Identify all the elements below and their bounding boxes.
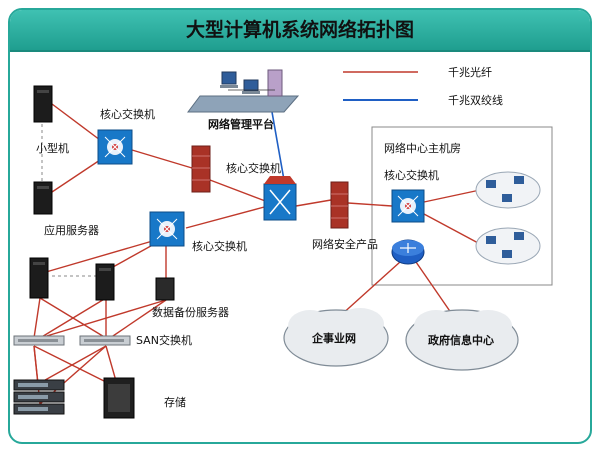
label-storage: 存储: [164, 395, 186, 409]
minicomputer-server-icon: [33, 85, 53, 123]
link-center-firewall2: [295, 199, 332, 207]
computer-icon: [514, 176, 524, 184]
storage-cabinet-icon: [103, 377, 135, 419]
link-core1-firewall1: [131, 149, 193, 169]
san-link-9: [37, 345, 107, 385]
label-enterprise-net: 企事业网: [311, 331, 356, 345]
computer-icon: [502, 194, 512, 202]
router-icon: [391, 239, 425, 265]
label-core-switch-top-left: 核心交换机: [100, 107, 155, 121]
label-gov-info-center: 政府信息中心: [428, 333, 494, 347]
legend-fiber-label: 千兆光纤: [448, 65, 492, 79]
label-core-switch-center: 核心交换机: [226, 161, 281, 175]
core-switch-center: [263, 176, 297, 221]
computer-icon: [486, 180, 496, 188]
computer-icon: [242, 79, 260, 94]
core-switch-mid: [149, 211, 185, 247]
san-link-1: [33, 297, 41, 339]
enterprise-net-cloud: [283, 308, 389, 367]
link-coreR-cloud1: [423, 189, 481, 203]
core-switch-top-left: [97, 129, 133, 165]
link-firewall2-coreR: [347, 202, 393, 207]
link-router-cloud3: [339, 261, 401, 317]
backup-server-icon: [155, 277, 175, 301]
label-network-mgmt: 网络管理平台: [208, 117, 274, 131]
label-core-switch-mid: 核心交换机: [192, 239, 247, 253]
firewall-icon-left: [191, 145, 211, 193]
link-coreR-cloud2: [423, 213, 481, 245]
label-backup-server: 数据备份服务器: [152, 305, 229, 319]
san-switch-icon-left: [13, 335, 65, 346]
network-mgmt-platform: [187, 69, 300, 113]
diagram-title: 大型计算机系统网络拓扑图: [185, 19, 414, 41]
core-switch-right: [391, 189, 425, 223]
gov-info-center-cloud: [405, 309, 519, 371]
label-minicomputer: 小型机: [36, 141, 69, 155]
server-icon-a: [29, 257, 49, 299]
san-link-5: [39, 299, 167, 339]
label-security-product: 网络安全产品: [312, 237, 378, 251]
disk-array-icon: [13, 379, 65, 415]
label-san-switch: SAN交换机: [136, 333, 192, 347]
label-core-switch-right: 核心交换机: [384, 168, 439, 182]
lan-cloud-upper: [475, 171, 541, 209]
label-data-center-room: 网络中心主机房: [384, 141, 461, 155]
computer-icon: [514, 232, 524, 240]
firewall-icon-right: [330, 181, 349, 229]
link-core2-srvA: [45, 239, 157, 273]
server-icon-b: [95, 263, 115, 301]
legend: 千兆光纤 千兆双绞线: [343, 65, 503, 107]
link-firewall1-center: [209, 179, 269, 203]
dashed-links: [41, 124, 98, 277]
lan-cloud-lower: [475, 227, 541, 265]
link-server1-core1: [51, 103, 101, 141]
link-mgmt-center: [271, 111, 285, 181]
link-server2-core1: [51, 159, 101, 193]
computer-icon: [220, 71, 238, 88]
computer-icon: [502, 250, 512, 258]
server-tower-icon: [267, 69, 283, 97]
twisted-pair-links: [271, 111, 285, 181]
diagram-frame: 大型计算机系统网络拓扑图: [8, 8, 592, 444]
data-center-room-box: [371, 126, 553, 286]
legend-twisted-label: 千兆双绞线: [448, 93, 503, 107]
app-server-icon: [33, 181, 53, 215]
title-bar: 大型计算机系统网络拓扑图: [10, 10, 590, 52]
label-app-server: 应用服务器: [44, 223, 99, 237]
san-switch-icon-right: [79, 335, 131, 346]
san-link-3: [39, 297, 107, 339]
link-core2-center: [185, 205, 269, 229]
computer-icon: [486, 236, 496, 244]
san-link-6: [109, 299, 167, 339]
